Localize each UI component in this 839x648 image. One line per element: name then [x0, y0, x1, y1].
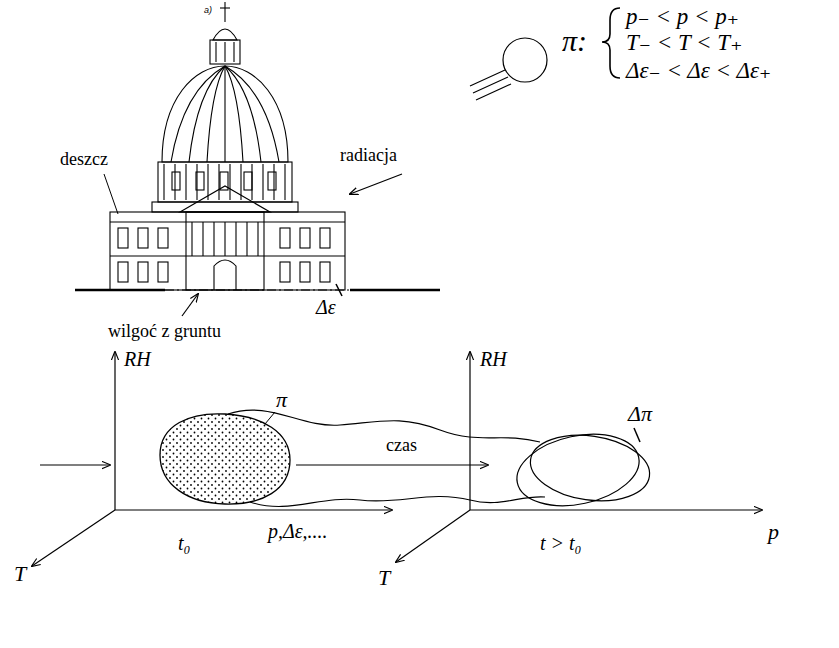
label: RH — [124, 348, 151, 370]
label: czas — [384, 436, 419, 456]
label: p₋ < p < p₊ — [626, 4, 739, 29]
label: p,Δε,.... — [268, 520, 328, 542]
window — [280, 262, 290, 282]
label: π — [276, 388, 287, 412]
label: Δπ — [628, 402, 652, 426]
detail-stroke — [262, 164, 263, 200]
axes-right — [396, 352, 762, 562]
label: radiacja — [340, 146, 397, 166]
detail-stroke — [224, 66, 225, 162]
church-dome-drawing — [110, 2, 345, 290]
detail-stroke — [185, 164, 186, 200]
label: RH — [480, 348, 507, 370]
dome-rib — [225, 66, 243, 162]
window — [138, 228, 148, 248]
axes-left — [32, 352, 392, 566]
strain-tick — [336, 284, 342, 296]
detail-stroke — [196, 164, 197, 200]
state-region — [510, 424, 645, 516]
window — [268, 172, 276, 190]
label: t > t₀ — [540, 532, 582, 554]
detail-stroke — [163, 164, 164, 200]
label: deszcz — [60, 150, 108, 170]
label: a) — [204, 6, 212, 16]
label: Δε — [316, 296, 336, 318]
label: p — [768, 520, 779, 544]
leader-line — [265, 412, 275, 424]
detail-stroke — [174, 164, 175, 200]
detail-stroke — [202, 222, 203, 256]
detail-stroke — [191, 222, 192, 256]
detail-stroke — [257, 222, 258, 256]
window — [138, 262, 148, 282]
moisture-arrow — [182, 294, 198, 316]
state-region — [160, 414, 290, 504]
label: t₀ — [178, 532, 191, 554]
time-tube — [250, 496, 545, 506]
window — [300, 228, 310, 248]
window — [300, 262, 310, 282]
detail-stroke — [273, 164, 274, 200]
dome-rib — [225, 66, 279, 162]
detail-stroke — [229, 164, 230, 200]
label: T — [14, 562, 26, 586]
label: Δε₋ < Δε < Δε₊ — [626, 58, 771, 83]
label: wilgoć z gruntu — [108, 322, 221, 342]
detail-stroke — [224, 222, 225, 256]
dome-rib — [189, 66, 225, 162]
window — [158, 262, 168, 282]
window — [244, 172, 252, 190]
window — [158, 228, 168, 248]
window — [280, 228, 290, 248]
radiation-arrow — [350, 174, 402, 194]
label: π: — [562, 24, 587, 57]
sun-rays — [470, 70, 511, 100]
sun-symbol — [503, 38, 547, 82]
window — [118, 228, 128, 248]
dome-rib — [207, 66, 225, 162]
detail-stroke — [235, 222, 236, 256]
leader-line — [104, 174, 118, 214]
detail-stroke — [284, 164, 285, 200]
window — [320, 228, 330, 248]
region-shift-tick — [634, 428, 640, 442]
window — [320, 262, 330, 282]
detail-stroke — [246, 222, 247, 256]
label: T — [378, 566, 390, 590]
detail-stroke — [213, 222, 214, 256]
time-arrow — [296, 464, 488, 465]
label: T₋ < T < T₊ — [626, 30, 742, 55]
detail-stroke — [218, 164, 219, 200]
window — [118, 262, 128, 282]
window — [172, 172, 180, 190]
dome-rib — [171, 66, 225, 162]
brace — [602, 8, 620, 78]
window — [196, 172, 204, 190]
detail-stroke — [207, 164, 208, 200]
state-region-shifted — [526, 428, 654, 508]
